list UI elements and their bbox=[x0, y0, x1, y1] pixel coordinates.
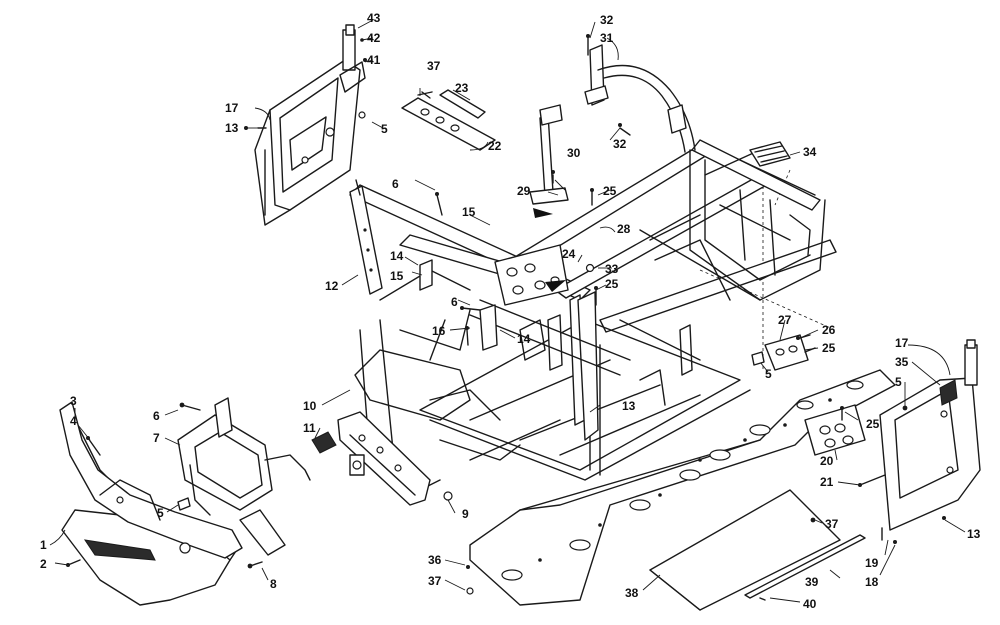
bracket-30 bbox=[529, 104, 569, 205]
callout-6: 6 bbox=[451, 295, 458, 309]
callout-37: 37 bbox=[825, 517, 839, 531]
callout-3: 3 bbox=[70, 394, 77, 408]
callout-39: 39 bbox=[805, 575, 819, 589]
callout-29: 29 bbox=[517, 184, 531, 198]
callout-37: 37 bbox=[427, 59, 441, 73]
callout-25: 25 bbox=[822, 341, 836, 355]
callout-4: 4 bbox=[70, 414, 77, 428]
right-rear-panel bbox=[879, 339, 981, 531]
side-panel-38 bbox=[649, 489, 841, 611]
callout-19: 19 bbox=[865, 556, 879, 570]
callout-24: 24 bbox=[562, 247, 576, 261]
callout-33: 33 bbox=[605, 262, 619, 276]
callout-13: 13 bbox=[225, 121, 239, 135]
callout-17: 17 bbox=[225, 101, 239, 115]
callout-25: 25 bbox=[866, 417, 880, 431]
callout-2: 2 bbox=[40, 557, 47, 571]
callout-14: 14 bbox=[517, 332, 531, 346]
grille-11 bbox=[311, 431, 337, 454]
roll-bar bbox=[584, 44, 696, 153]
callout-34: 34 bbox=[803, 145, 817, 159]
callout-15: 15 bbox=[390, 269, 404, 283]
front-bracket-7 bbox=[177, 397, 311, 556]
callout-1: 1 bbox=[40, 538, 47, 552]
callout-5: 5 bbox=[895, 375, 902, 389]
decal-34 bbox=[749, 141, 791, 167]
left-rear-panel bbox=[254, 24, 366, 226]
callout-6: 6 bbox=[392, 177, 399, 191]
callout-30: 30 bbox=[567, 146, 581, 160]
fasteners bbox=[66, 34, 946, 601]
callout-42: 42 bbox=[367, 31, 381, 45]
callout-26: 26 bbox=[822, 323, 836, 337]
callout-13: 13 bbox=[967, 527, 981, 541]
bracket-20 bbox=[804, 404, 866, 456]
callout-16: 16 bbox=[432, 324, 446, 338]
callout-labels: 1 2 3 4 5 6 7 8 9 10 11 12 13 17 5 37 23… bbox=[40, 11, 981, 611]
callout-27: 27 bbox=[778, 313, 792, 327]
callout-17: 17 bbox=[895, 336, 909, 350]
callout-5: 5 bbox=[381, 122, 388, 136]
callout-35: 35 bbox=[895, 355, 909, 369]
callout-36: 36 bbox=[428, 553, 442, 567]
callout-23: 23 bbox=[455, 81, 469, 95]
callout-14: 14 bbox=[390, 249, 404, 263]
upper-bracket-22 bbox=[401, 89, 496, 151]
callout-8: 8 bbox=[270, 577, 277, 591]
callout-38: 38 bbox=[625, 586, 639, 600]
bracket-27 bbox=[764, 334, 809, 371]
callout-6: 6 bbox=[153, 409, 160, 423]
leader-lines bbox=[49, 19, 966, 603]
callout-20: 20 bbox=[820, 454, 834, 468]
callout-32: 32 bbox=[600, 13, 614, 27]
callout-5: 5 bbox=[765, 367, 772, 381]
callout-7: 7 bbox=[153, 431, 160, 445]
callout-40: 40 bbox=[803, 597, 817, 611]
callout-43: 43 bbox=[367, 11, 381, 25]
main-frame bbox=[349, 139, 837, 481]
front-bumper bbox=[59, 401, 243, 606]
callout-11: 11 bbox=[303, 421, 316, 435]
callout-21: 21 bbox=[820, 475, 834, 489]
callout-22: 22 bbox=[488, 139, 502, 153]
callout-10: 10 bbox=[303, 399, 317, 413]
callout-28: 28 bbox=[617, 222, 631, 236]
callout-32: 32 bbox=[613, 137, 627, 151]
trim-bar-39 bbox=[744, 534, 866, 599]
callout-9: 9 bbox=[462, 507, 469, 521]
callout-18: 18 bbox=[865, 575, 879, 589]
skid-plate bbox=[469, 369, 896, 606]
callout-13: 13 bbox=[622, 399, 636, 413]
front-subframe bbox=[337, 259, 561, 506]
callout-31: 31 bbox=[600, 31, 614, 45]
callout-37: 37 bbox=[428, 574, 442, 588]
callout-12: 12 bbox=[325, 279, 339, 293]
callout-25: 25 bbox=[605, 277, 619, 291]
callout-25: 25 bbox=[603, 184, 617, 198]
callout-5: 5 bbox=[157, 506, 164, 520]
callout-15: 15 bbox=[462, 205, 476, 219]
callout-41: 41 bbox=[367, 53, 381, 67]
